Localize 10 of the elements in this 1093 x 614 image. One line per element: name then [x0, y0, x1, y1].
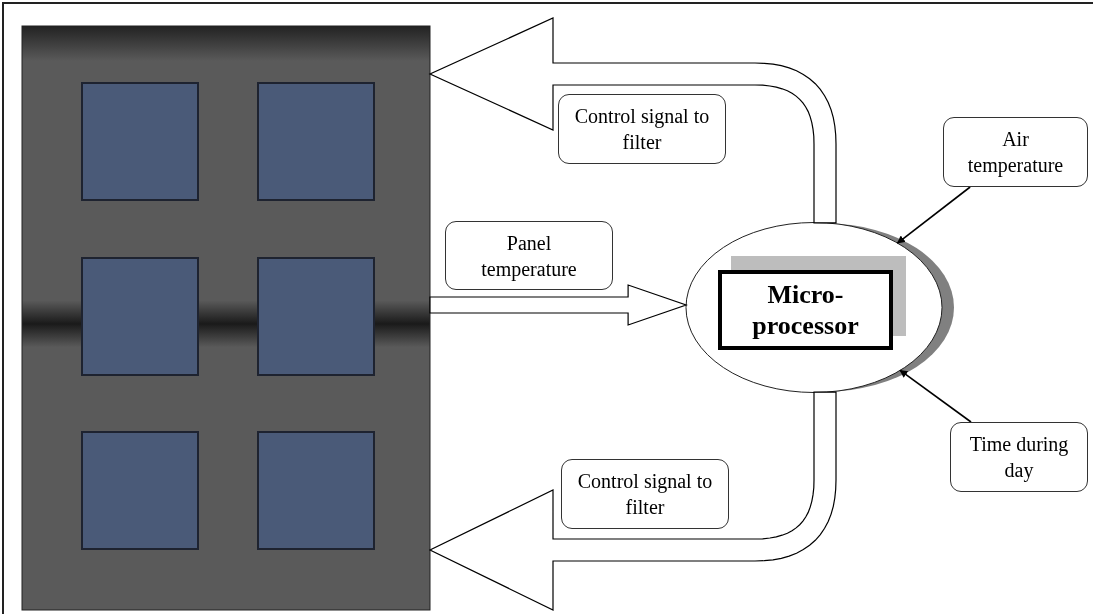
label-box: Air temperature: [943, 117, 1088, 187]
label-box: Time during day: [950, 422, 1088, 492]
block-arrow: [428, 17, 837, 224]
arrow: [896, 186, 971, 244]
label-box: Control signal to filter: [558, 94, 726, 164]
label-box: Panel temperature: [445, 221, 613, 290]
label-box: Control signal to filter: [561, 459, 729, 529]
arrow: [899, 369, 972, 423]
block-arrow: [428, 391, 837, 611]
block-arrow: [429, 284, 688, 326]
